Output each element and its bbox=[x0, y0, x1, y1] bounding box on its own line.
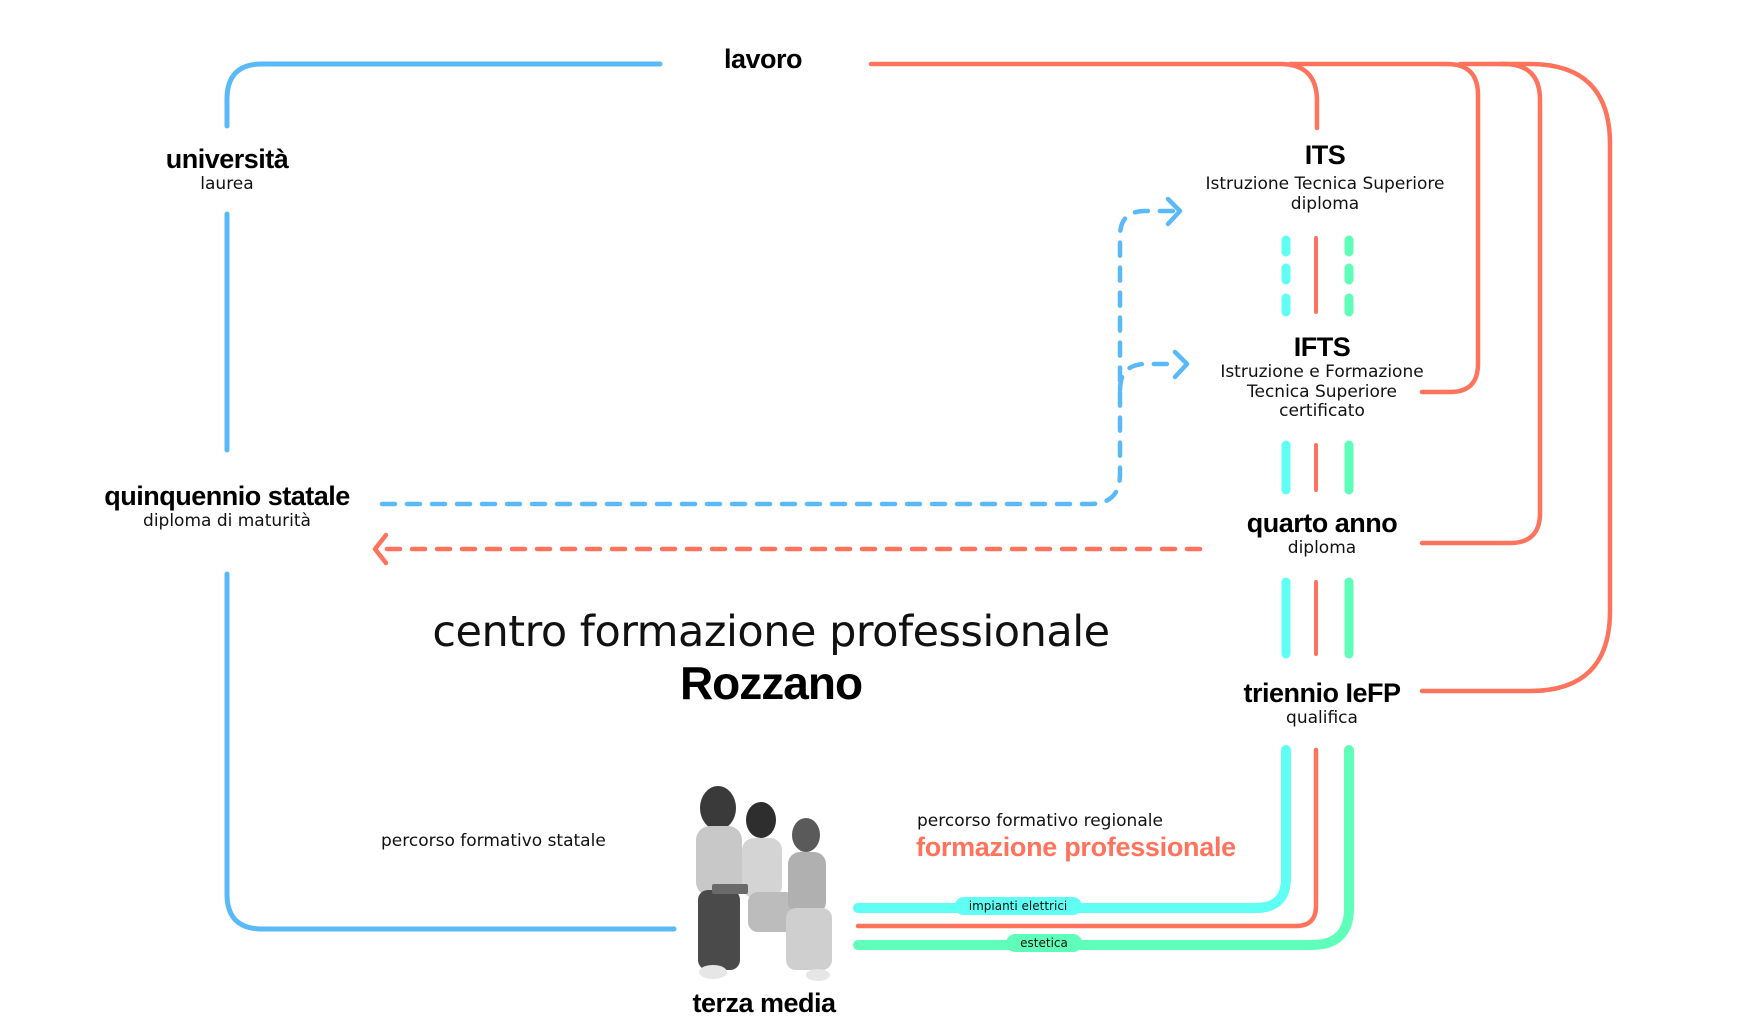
node-ifts-subtitle2: Tecnica Superiore bbox=[1247, 381, 1397, 402]
node-ifts-subtitle: Istruzione e Formazione bbox=[1220, 362, 1424, 383]
node-ifts-title: IFTS bbox=[1293, 332, 1351, 362]
estetica-track bbox=[853, 745, 1354, 950]
node-its-subtitle: Istruzione Tecnica Superiore bbox=[1205, 174, 1445, 195]
node-quarto: quarto anno diploma bbox=[1247, 508, 1398, 559]
node-its-award: diploma bbox=[1290, 193, 1360, 214]
node-ifts: IFTS Istruzione e Formazione Tecnica Sup… bbox=[1220, 332, 1423, 422]
node-triennio-subtitle: qualifica bbox=[1286, 708, 1358, 729]
node-universita-subtitle: laurea bbox=[200, 174, 254, 195]
track-pill-estetica: estetica bbox=[1006, 934, 1082, 952]
students-photo bbox=[696, 786, 832, 981]
node-its-title: ITS bbox=[1304, 140, 1346, 170]
center-title-line1: centro formazione professionale bbox=[432, 607, 1110, 657]
node-triennio-title: triennio IeFP bbox=[1243, 678, 1401, 708]
node-its: ITS Istruzione Tecnica Superiore diploma bbox=[1206, 140, 1445, 214]
arrowhead-ifts bbox=[1172, 349, 1190, 380]
node-universita: università laurea bbox=[166, 144, 289, 195]
regionale-path-label: percorso formativo regionale bbox=[917, 811, 1163, 831]
statale-path-label: percorso formativo statale bbox=[381, 831, 606, 851]
regionale-path-quarto-to-lavoro bbox=[1419, 61, 1543, 546]
regionale-path-lavoro-top bbox=[868, 61, 1320, 131]
node-quarto-title: quarto anno bbox=[1246, 508, 1398, 538]
track-pill-impianti-elettrici: impianti elettrici bbox=[954, 897, 1082, 915]
node-quinquennio-subtitle: diploma di maturità bbox=[143, 511, 311, 532]
node-triennio: triennio IeFP qualifica bbox=[1243, 678, 1401, 729]
node-quinquennio-title: quinquennio statale bbox=[104, 481, 350, 511]
center-title: centro formazione professionale Rozzano bbox=[432, 607, 1110, 710]
node-lavoro-title: lavoro bbox=[723, 44, 803, 74]
node-quinquennio: quinquennio statale diploma di maturità bbox=[104, 481, 350, 532]
regionale-path-accent: formazione professionale bbox=[916, 832, 1236, 862]
regionale-track bbox=[855, 747, 1319, 929]
node-ifts-award: certificato bbox=[1279, 401, 1365, 422]
statale-path-top bbox=[224, 61, 663, 129]
arrowhead-quinquennio bbox=[372, 532, 389, 566]
center-title-line2: Rozzano bbox=[679, 657, 863, 710]
dashed-arrow-quinquennio-to-its bbox=[379, 208, 1178, 507]
node-terza-media-title: terza media bbox=[692, 988, 836, 1018]
statale-path-bottom bbox=[224, 571, 677, 932]
arrowhead-its bbox=[1165, 196, 1183, 227]
regionale-path-triennio-to-lavoro bbox=[1419, 61, 1613, 694]
node-universita-title: università bbox=[165, 144, 289, 174]
dashed-arrow-to-ifts bbox=[1117, 361, 1181, 393]
impianti-track bbox=[853, 745, 1291, 913]
node-quarto-subtitle: diploma bbox=[1287, 538, 1357, 559]
